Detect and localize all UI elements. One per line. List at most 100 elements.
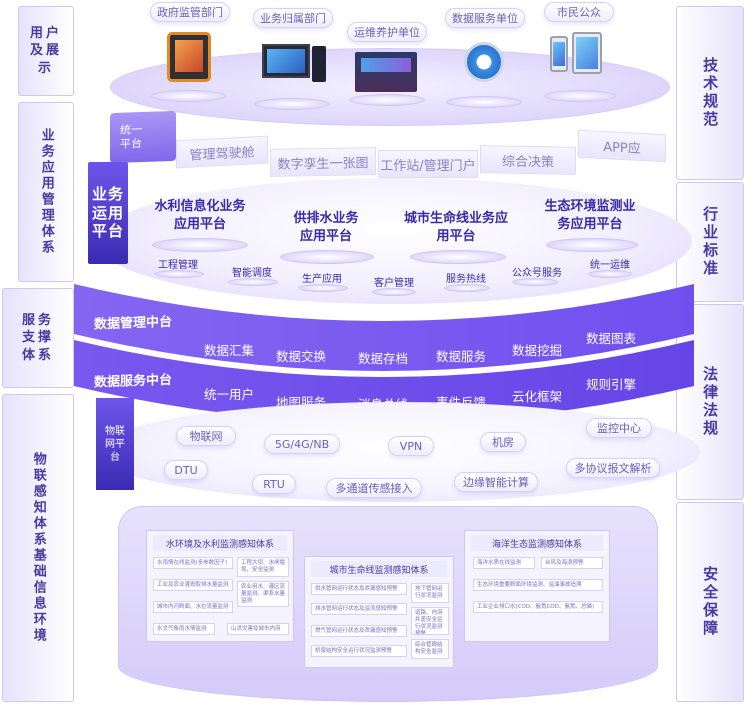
right-label-text: 技术规范 (701, 57, 720, 129)
iot-item[interactable]: 多通道传感接入 (326, 478, 422, 498)
user-group: 业务归属部门 (248, 8, 338, 118)
iot-item[interactable]: DTU (164, 460, 208, 480)
function-label[interactable]: 工程管理 (158, 260, 198, 271)
left-label-text: 服务支撑体系 (21, 312, 54, 363)
user-group: 市民公众 (540, 2, 620, 112)
iot-platform-label: 物联网平台 (96, 398, 134, 490)
device-pedestal (151, 90, 227, 102)
perception-box-title: 城市生命线监测感知体系 (311, 561, 447, 577)
perception-item[interactable]: 桥梁结构安全运行状况监测预警 (311, 645, 407, 657)
data-management-item[interactable]: 数据交换 (276, 349, 327, 364)
control-room-icon (355, 52, 417, 92)
function-pedestal (154, 270, 204, 278)
function-pedestal (372, 288, 416, 296)
business-app[interactable]: 城市生命线业务应用平台 (404, 211, 509, 244)
right-label-text: 安全保障 (701, 566, 720, 638)
function-pedestal (512, 278, 558, 286)
data-management-item[interactable]: 数据服务 (436, 349, 487, 364)
data-service-item[interactable]: 云化框架 (512, 389, 563, 404)
left-label-service: 服务支撑体系 (2, 288, 74, 388)
perception-item[interactable]: 台风及海浪预警 (541, 557, 603, 569)
iot-item[interactable]: 5G/4G/NB (264, 434, 340, 454)
unified-item[interactable]: 工作站/管理门户 (378, 150, 478, 178)
iot-item[interactable]: VPN (388, 436, 434, 456)
perception-item[interactable]: 城市内河断面、水位流量监测 (153, 601, 233, 613)
function-label[interactable]: 生产应用 (302, 274, 342, 285)
right-label-tech: 技术规范 (676, 6, 744, 180)
left-label-text: 用户及展示 (29, 25, 62, 76)
desktop-computer-icon (262, 44, 310, 78)
perception-item[interactable]: 工业企业排口水(COD、氨氮COD、氨氮、总磷) (473, 601, 603, 613)
data-bands (74, 284, 694, 418)
perception-box: 城市生命线监测感知体系 供水管网运行状态及泄漏感知预警 地下管网运行状况监测 排… (304, 556, 454, 668)
unified-item[interactable]: 综合决策 (480, 145, 576, 175)
device-pedestal (544, 90, 616, 102)
iot-item[interactable]: 边缘智能计算 (454, 472, 538, 492)
perception-item[interactable]: 综合管廊结构安全监测 (411, 639, 449, 659)
business-app[interactable]: 生态环境监测业务应用平台 (544, 199, 636, 232)
perception-item[interactable]: 工程大坝、水闸堰坝、安全监测 (237, 557, 289, 577)
data-management-item[interactable]: 数据存档 (358, 351, 409, 366)
unified-item[interactable]: 管理驾驶舱 (176, 135, 268, 169)
function-label[interactable]: 服务热线 (446, 274, 486, 285)
iot-platform-text: 物联网平台 (105, 425, 125, 463)
business-app[interactable]: 供排水业务应用平台 (293, 211, 359, 244)
left-label-text: 业务应用管理体系 (38, 128, 54, 256)
business-platform-text: 业务运用平台 (92, 184, 125, 241)
iot-item[interactable]: 监控中心 (586, 418, 652, 438)
function-label[interactable]: 统一运维 (590, 260, 630, 271)
web-browser-icon (464, 42, 504, 82)
app-pedestal (152, 238, 248, 252)
left-label-business: 业务应用管理体系 (18, 102, 74, 282)
rugged-tablet-icon (167, 32, 211, 82)
perception-item[interactable]: 道路、内涝井盖安全运行状况监测预警 (411, 607, 449, 635)
user-label: 政府监管部门 (150, 2, 230, 22)
perception-item[interactable]: 燃气管网运行状态及泄漏感知预警 (311, 625, 407, 637)
perception-item[interactable]: 水雨情在线监测(多参数因子) (153, 557, 233, 569)
iot-item[interactable]: 机房 (480, 432, 526, 452)
left-label-users: 用户及展示 (18, 6, 74, 96)
perception-item[interactable]: 农业用水、灌区流量监测、渠系水量监测 (237, 581, 289, 607)
business-platform-label: 业务运用平台 (88, 162, 128, 264)
unified-platform-text: 统一平台 (120, 122, 142, 151)
unified-item[interactable]: 数字孪生一张图 (270, 147, 376, 177)
iot-item[interactable]: RTU (252, 474, 296, 494)
right-label-security: 安全保障 (676, 502, 744, 702)
perception-item[interactable]: 地下管网运行状况监测 (411, 583, 449, 603)
function-pedestal (444, 284, 490, 292)
iot-item[interactable]: 物联网 (176, 426, 236, 446)
data-management-item[interactable]: 数据汇集 (204, 343, 255, 358)
business-app[interactable]: 水利信息化业务应用平台 (154, 199, 246, 232)
function-label[interactable]: 客户管理 (374, 278, 414, 289)
user-label: 市民公众 (544, 2, 614, 22)
data-service-item[interactable]: 统一用户 (204, 387, 255, 402)
user-group: 运维养护单位 (345, 22, 429, 132)
perception-item[interactable]: 供水管网运行状态及泄漏感知预警 (311, 583, 407, 595)
iot-item[interactable]: 多协议报文解析 (566, 458, 660, 478)
data-management-item[interactable]: 数据图表 (586, 331, 637, 346)
desktop-tower-icon (312, 46, 326, 82)
perception-item[interactable]: 水文气象雨水情监测 (153, 623, 215, 635)
perception-item[interactable]: 海洋水质在线监测 (473, 557, 535, 569)
app-pedestal (546, 238, 638, 252)
function-label[interactable]: 智能调度 (232, 268, 272, 279)
right-label-text: 法律法规 (701, 366, 720, 438)
function-label[interactable]: 公众号服务 (512, 268, 562, 279)
device-pedestal (349, 94, 425, 106)
perception-item[interactable]: 生态环境重要断面环境监测、溢油事故追溯 (473, 579, 603, 591)
user-group: 数据服务单位 (440, 8, 530, 118)
data-service-item[interactable]: 规则引擎 (586, 377, 637, 392)
perception-item[interactable]: 工业及农业灌溉取排水量监测 (153, 579, 233, 591)
data-management-item[interactable]: 数据挖掘 (512, 343, 563, 358)
function-pedestal (588, 270, 632, 278)
user-group: 政府监管部门 (145, 2, 235, 112)
phone-tablet-icon (550, 36, 568, 72)
tablet-icon (572, 32, 602, 74)
right-label-law: 法律法规 (676, 304, 744, 500)
right-label-text: 行业标准 (701, 206, 720, 278)
perception-item[interactable]: 山洪灾害及城市内涝 (227, 623, 289, 635)
perception-item[interactable]: 排水管网运行状态及溢流感知预警 (311, 603, 407, 615)
unified-item[interactable]: APP应 (578, 129, 666, 163)
data-service-label: 数据服务中台 (94, 372, 173, 390)
device-pedestal (254, 98, 330, 110)
